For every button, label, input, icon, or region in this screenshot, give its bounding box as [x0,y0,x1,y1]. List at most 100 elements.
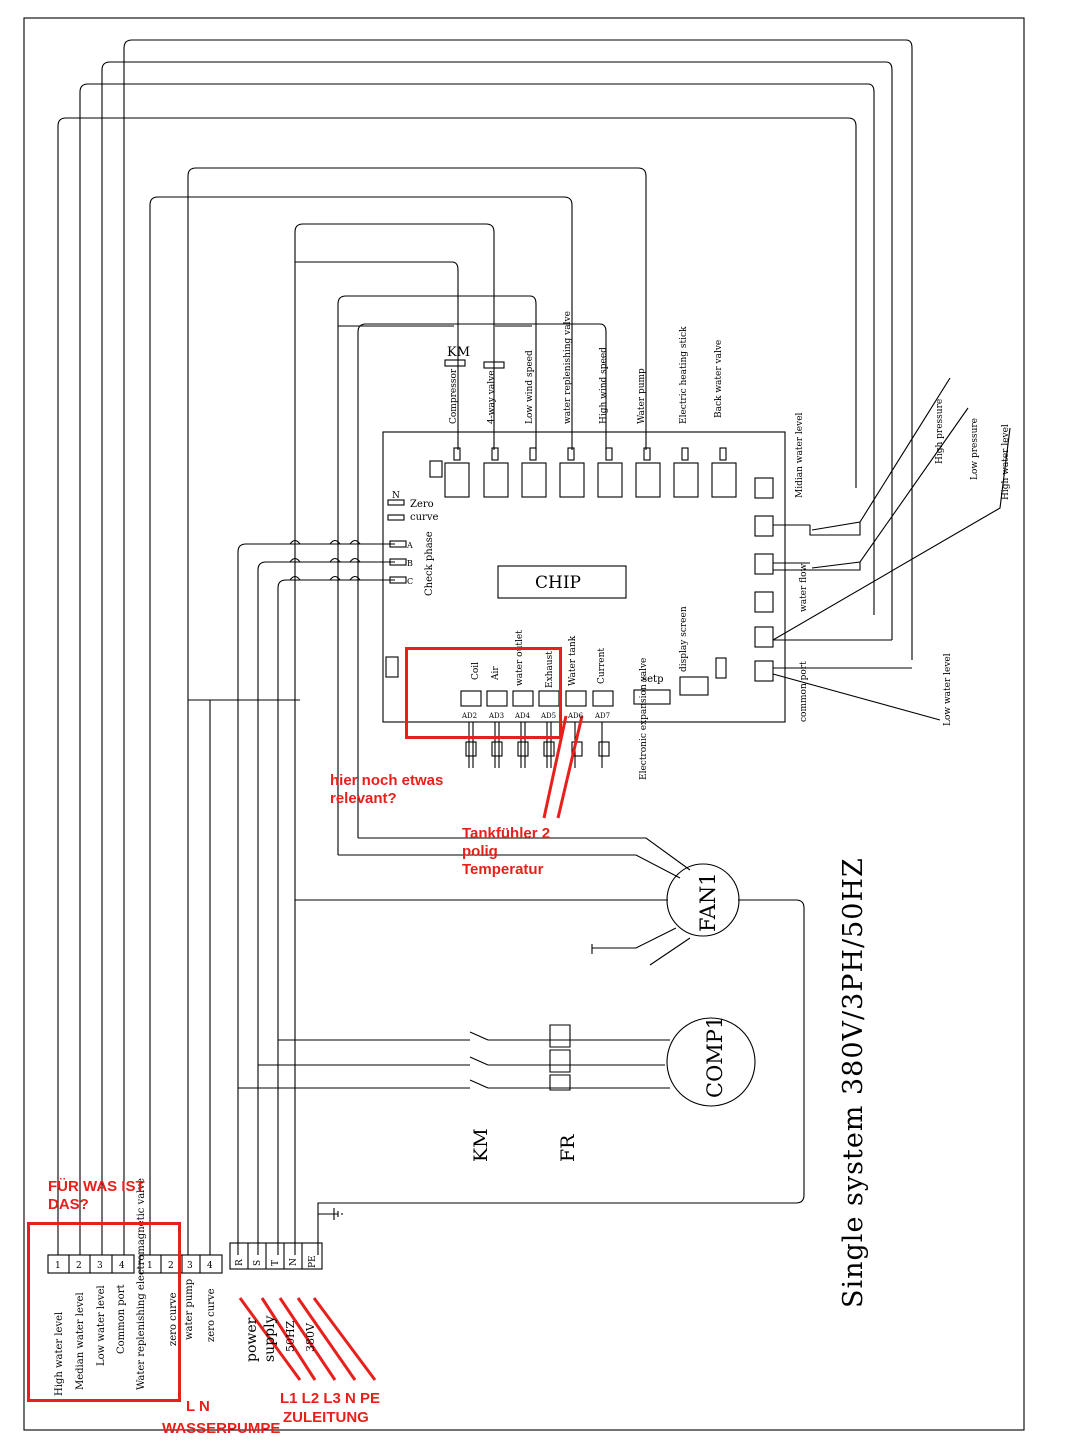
common-port-label: common port [799,661,809,722]
term-num-5: 1 [147,1261,153,1271]
km-coil [444,359,466,367]
power-term-r: R [235,1259,245,1266]
power-label: power [244,1317,260,1362]
left-terminal-block [47,1254,223,1274]
setp-connector [633,689,671,705]
chip-box [497,565,627,599]
hz-label: 50HZ [284,1320,297,1352]
water-flow-label: water flow [799,563,809,612]
port-ad2: AD2 [461,712,477,720]
sensor-label-exhaust: Exhaust [545,651,555,688]
compressor-motor [666,1017,756,1107]
annotation-what-for: FÜR WAS IST DAS? [48,1178,145,1213]
dip-switch [715,657,727,679]
wire-low-wind [337,295,537,855]
port-ad6: AD6 [567,712,584,720]
output-label-1: Compressor [449,368,459,424]
high-water-level-label: High water level [1001,424,1011,500]
wire-jumpers [289,539,361,581]
wire-pressure-loop [773,522,861,571]
sensor-label-coil: Coil [471,662,481,680]
wire-fan-cap [591,927,691,966]
annotation-pump: WASSERPUMPE [162,1420,281,1437]
annotation-relevant: hier noch etwas relevant? [330,772,444,807]
control-board [382,431,786,723]
wire-compressor [295,261,459,450]
term-num-3: 3 [97,1261,103,1271]
wire-phase-b [257,561,395,1255]
sensor-label-current: Current [597,648,607,684]
supply-label: supply [262,1315,278,1362]
curve-label: curve [410,512,438,523]
term-label-1: High water level [54,1312,65,1396]
port-ad7: AD7 [594,712,610,720]
wire-comp-l [238,1039,470,1089]
annotation-feed-top: L1 L2 L3 N PE [280,1390,381,1407]
chip-label: CHIP [535,573,581,593]
output-label-2: 4-way valve [487,370,497,424]
zero-n-label: N [392,491,400,501]
right-connectors [754,477,774,682]
wire-low-water-level [772,667,941,721]
check-phase-label: Check phase [424,531,435,596]
term-label-4: Common port [116,1285,127,1355]
low-water-level-label: Low water level [943,653,953,726]
port-ad3: AD3 [488,712,504,720]
term-num-8: 4 [207,1261,213,1271]
high-pressure-label: High pressure [935,399,945,464]
power-terminal-block [229,1242,323,1270]
fan-motor [666,863,740,937]
term-label-2: Median water level [75,1292,86,1390]
system-title: Single system 380V/3PH/50HZ [838,857,869,1308]
fr-label: FR [557,1134,579,1162]
annotation-l-n: L N [186,1398,210,1415]
phase-conn-a [389,540,407,548]
phase-conn-b [389,558,407,566]
phase-c-label: C [407,577,413,586]
output-label-6: Water pump [637,368,647,424]
wire-high-water-level [772,427,1011,641]
terminal-highlight-box [27,1222,181,1402]
display-label: display screen [679,606,689,672]
wire-phase-a [237,543,395,1255]
term-num-1: 1 [55,1261,61,1271]
power-term-pe: PE [308,1255,318,1268]
annotation-strokes [238,715,584,1381]
term-label-8: zero curve [206,1288,217,1342]
wire-fan-high [358,837,691,871]
valve-coil [483,361,505,369]
wire-water-pump [187,167,647,1255]
wire-fan-low [338,854,681,879]
zero-conn-2 [387,514,405,521]
page-frame [23,17,1025,1431]
phase-b-label: B [407,559,413,568]
annotation-tank-sensor: Tankfühler 2 polig Temperatur [462,825,551,878]
wire-low-water [101,61,893,1255]
power-term-n: N [289,1258,299,1266]
term-label-6: zero curve [168,1292,179,1346]
power-term-s: S [253,1260,263,1266]
power-term-t: T [271,1260,281,1266]
low-pressure-label: Low pressure [970,418,980,480]
wire-common-port [123,39,913,1255]
wire-comp-r [488,1039,670,1089]
contactor-label: KM [447,345,470,360]
km-label: KM [470,1128,492,1162]
board-jumper [385,656,399,678]
term-label-3: Low water level [96,1285,107,1366]
term-label-7: water pump [184,1279,195,1340]
term-num-6: 2 [168,1261,174,1271]
wire-replenishing-valve [149,196,573,1255]
wire-phase-c [277,579,395,1255]
midian-label: Midian water level [795,412,805,498]
output-label-4: water replenishing valve [563,311,573,424]
comp-label: COMP1 [703,1016,727,1098]
zero-label: Zero [410,499,434,510]
sensor-label-tank: Water tank [568,635,578,686]
fr-relay [549,1024,571,1091]
phase-a-label: A [406,541,413,550]
wire-median-water [79,83,875,1255]
voltage-label: 380V [304,1322,317,1352]
output-label-5: High wind speed [599,347,609,424]
